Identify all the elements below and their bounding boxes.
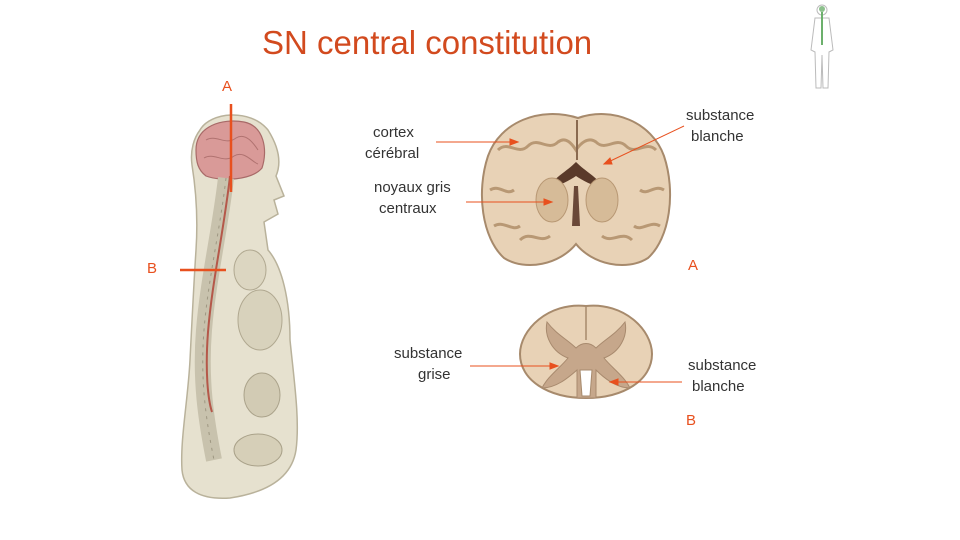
label-substance-blanche-brain-line1: substance: [686, 107, 755, 124]
brain-section-marker: A: [688, 257, 699, 274]
spinal-cord-cross-section: [518, 304, 654, 400]
page-title: SN central constitution: [262, 24, 593, 61]
body-cut-a-marker: A: [222, 78, 233, 95]
sagittal-body-illustration: [180, 104, 299, 499]
label-noyaux-line2: centraux: [379, 200, 437, 217]
body-cut-b-marker: B: [147, 260, 158, 277]
label-substance-grise-line2: grise: [418, 366, 451, 383]
label-substance-grise-line1: substance: [394, 345, 463, 362]
leader-lines: [436, 125, 685, 386]
label-substance-blanche-cord-line1: substance: [688, 357, 757, 374]
spinal-section-marker: B: [686, 412, 697, 429]
label-cortex-line2: cérébral: [365, 145, 420, 162]
human-silhouette-icon: [810, 4, 834, 89]
label-noyaux-line1: noyaux gris: [374, 179, 451, 196]
label-cortex-line1: cortex: [373, 124, 414, 141]
brain-coronal-section: [480, 113, 672, 266]
label-substance-blanche-brain-line2: blanche: [691, 128, 744, 145]
label-substance-blanche-cord-line2: blanche: [692, 378, 745, 395]
